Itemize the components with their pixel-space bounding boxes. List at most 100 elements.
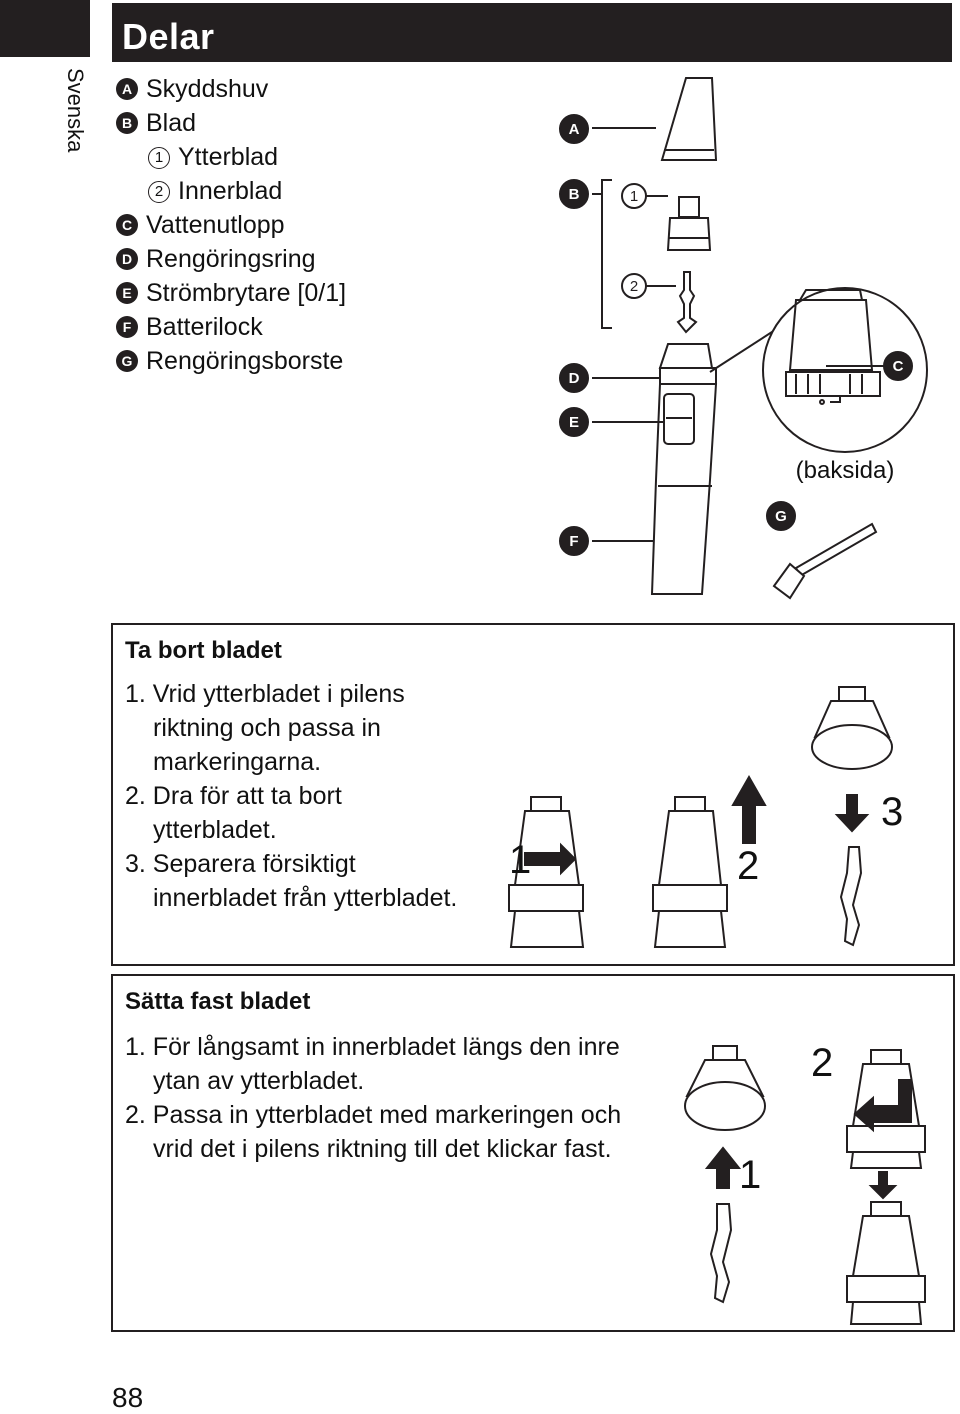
- trimmer-body: [849, 1151, 923, 1169]
- blade-top: [530, 796, 562, 812]
- inner-blade: [676, 271, 698, 334]
- outer-blade-body: [666, 217, 712, 251]
- rotate-arrow: [853, 1079, 912, 1133]
- trimmer-head: [658, 343, 714, 369]
- remove-blade-box: Ta bort bladet 1. Vrid ytterbladet i pil…: [111, 623, 955, 966]
- circled-number-2: 2: [148, 181, 170, 203]
- attach-step-text: ytan av ytterbladet.: [153, 1067, 365, 1095]
- parts-diagram: A B 1 2 D E F C (baksida) G: [559, 77, 928, 600]
- blade-top: [838, 686, 866, 702]
- remove-step-text: 1. Vrid ytterbladet i pilens: [125, 680, 405, 708]
- remove-step-text: innerbladet från ytterbladet.: [153, 884, 458, 912]
- letter-badge-g: G: [116, 350, 138, 372]
- outer-blade-top: [678, 196, 700, 218]
- part-item-e: E Strömbrytare [0/1]: [116, 278, 346, 308]
- language-tab: [0, 0, 90, 57]
- blade-top: [870, 1049, 902, 1065]
- blade-top: [712, 1045, 738, 1061]
- figure-number-1: 1: [509, 838, 531, 882]
- callout-d-text: D: [569, 370, 580, 387]
- callout-2-text: 2: [630, 278, 638, 295]
- part-item-f: F Batterilock: [116, 312, 263, 342]
- cleaning-ring: [508, 884, 584, 912]
- part-label: Rengöringsborste: [146, 347, 344, 375]
- part-item-g: G Rengöringsborste: [116, 346, 343, 376]
- part-label: Strömbrytare [0/1]: [146, 279, 347, 307]
- blade-top: [674, 796, 706, 812]
- part-item-1: 1 Ytterblad: [148, 142, 278, 172]
- down-arrow: [868, 1171, 898, 1200]
- part-label: Rengöringsring: [146, 245, 316, 273]
- part-label: Skyddshuv: [146, 75, 269, 103]
- attach-blade-box: Sätta fast bladet 1. För långsamt in inn…: [111, 974, 955, 1332]
- callout-e-text: E: [569, 414, 579, 431]
- callout-g-text: G: [775, 508, 787, 525]
- callout-c-text: C: [893, 358, 904, 375]
- attach-illustration: 1 2: [684, 1041, 926, 1325]
- remove-step-text: 2. Dra för att ta bort: [125, 782, 342, 810]
- outer-blade-rim: [811, 724, 893, 770]
- callout-g: [766, 501, 796, 531]
- circled-number-1: 1: [148, 147, 170, 169]
- brush-bristles: [772, 562, 806, 600]
- letter-badge-a: A: [116, 78, 138, 100]
- callout-a-text: A: [569, 121, 580, 138]
- letter-badge-b: B: [116, 112, 138, 134]
- section-title: Delar: [122, 16, 215, 57]
- attach-step-text: vrid det i pilens riktning till det klic…: [153, 1135, 612, 1163]
- letter-badge-d: D: [116, 248, 138, 270]
- zoom-mark: [819, 399, 825, 405]
- figure-number-3: 3: [881, 790, 903, 834]
- part-item-a: A Skyddshuv: [116, 74, 268, 104]
- trimmer-body: [653, 910, 727, 948]
- figure-number-2: 2: [811, 1041, 833, 1085]
- callout-e: [559, 407, 589, 437]
- remove-title: Ta bort bladet: [125, 637, 282, 664]
- figure-number-1: 1: [739, 1153, 761, 1197]
- callout-f: [559, 526, 589, 556]
- attach-step-text: 2. Passa in ytterbladet med markeringen …: [125, 1101, 622, 1129]
- letter-badge-f: F: [116, 316, 138, 338]
- cap-shape: [660, 77, 718, 161]
- up-arrow: [704, 1146, 742, 1189]
- letter-badge-c: C: [116, 214, 138, 236]
- outer-blade: [851, 1215, 921, 1277]
- back-label: (baksida): [796, 457, 895, 484]
- trimmer-body: [509, 910, 585, 948]
- cleaning-ring: [846, 1125, 926, 1153]
- page-number: 88: [112, 1382, 144, 1413]
- callout-f-text: F: [569, 533, 578, 550]
- remove-step-text: 3. Separera försiktigt: [125, 850, 356, 878]
- cleaning-ring: [652, 884, 728, 912]
- callout-b-text: B: [569, 186, 580, 203]
- part-label: Innerblad: [178, 177, 283, 205]
- blade-top: [870, 1201, 902, 1217]
- cleaning-ring: [846, 1275, 926, 1303]
- callout-a: [559, 114, 589, 144]
- callout-1-text: 1: [630, 188, 638, 205]
- inner-blade: [839, 846, 863, 947]
- callout-b: [559, 179, 589, 209]
- callout-d: [559, 363, 589, 393]
- rotate-arrow: [524, 842, 577, 876]
- zoom-head: [788, 299, 874, 371]
- zoom-ring: [785, 371, 881, 397]
- letter-badge-e: E: [116, 282, 138, 304]
- down-arrow: [834, 794, 870, 833]
- remove-step-text: riktning och passa in: [153, 714, 381, 742]
- outer-blade: [657, 810, 723, 886]
- part-label: Batterilock: [146, 313, 263, 341]
- bracket-b: [601, 179, 612, 329]
- zoom-arrow: [830, 396, 841, 403]
- attach-title: Sätta fast bladet: [125, 988, 311, 1015]
- remove-illustration: 1 2 3: [508, 686, 903, 948]
- figure-number-2: 2: [737, 844, 759, 888]
- inner-blade: [709, 1203, 733, 1304]
- part-label: Ytterblad: [178, 143, 279, 171]
- brush-handle: [794, 522, 878, 578]
- pull-up-arrow: [731, 774, 767, 844]
- cleaning-ring: [659, 367, 717, 385]
- trimmer-body: [849, 1301, 923, 1325]
